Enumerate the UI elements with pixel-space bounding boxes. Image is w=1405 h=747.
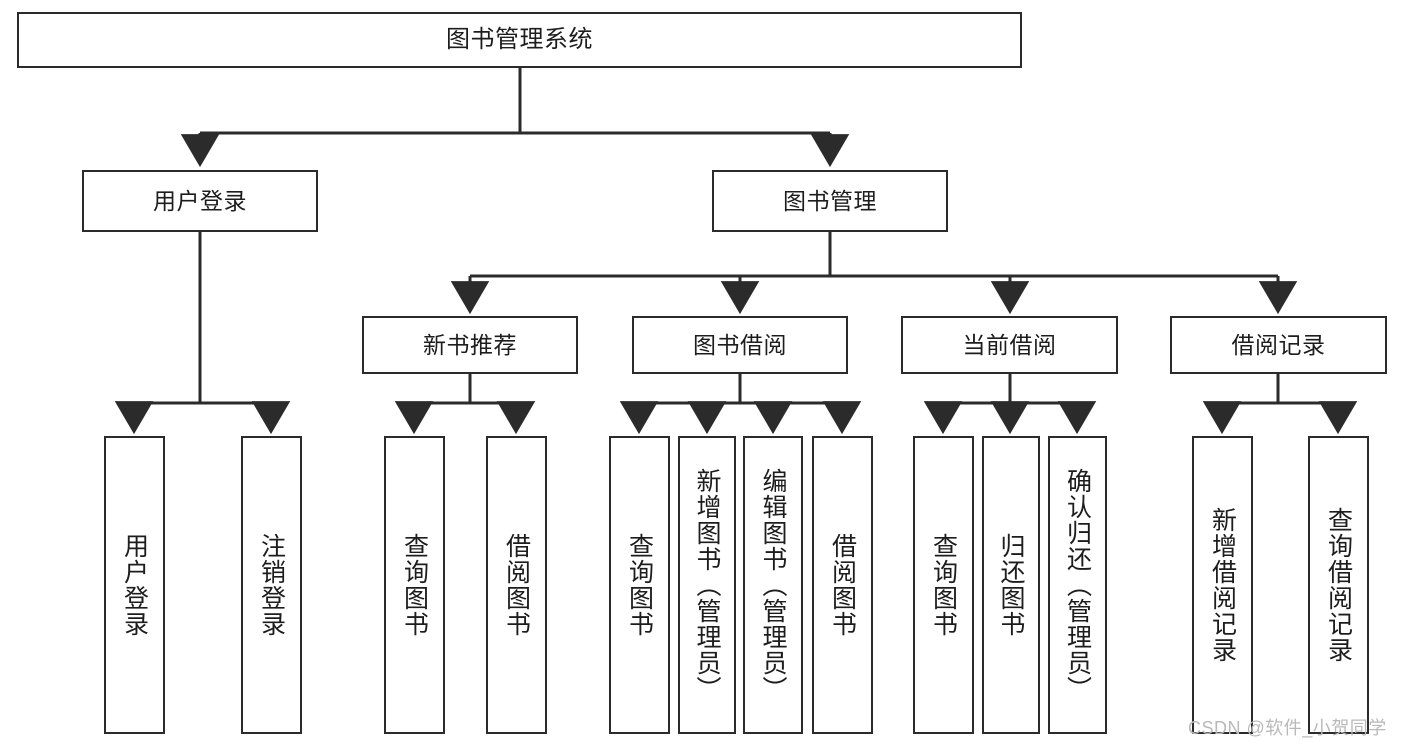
node-label: 归还图书 <box>997 533 1025 637</box>
node-user-login[interactable]: 用户登录 <box>82 170 318 232</box>
node-label: 借阅记录 <box>1231 331 1326 358</box>
node-label: 注销登录 <box>257 533 286 637</box>
node-root-library-system[interactable]: 图书管理系统 <box>17 12 1022 68</box>
watermark: CSDN @软件_小贺同学 <box>1188 718 1387 738</box>
node-book-borrowing[interactable]: 图书借阅 <box>632 316 848 374</box>
leaf-user-login[interactable]: 用户登录 <box>104 436 165 734</box>
node-label: 新书推荐 <box>423 331 517 358</box>
node-label: 查询图书 <box>929 533 958 637</box>
node-label: 借阅图书 <box>502 533 531 637</box>
leaf-return-books[interactable]: 归还图书 <box>982 436 1040 734</box>
node-borrow-records[interactable]: 借阅记录 <box>1170 316 1387 374</box>
node-label: 图书管理系统 <box>446 26 593 54</box>
node-label: 查询借阅记录 <box>1324 507 1353 663</box>
leaf-add-borrow-record[interactable]: 新增借阅记录 <box>1192 436 1253 734</box>
node-label: 当前借阅 <box>962 331 1057 358</box>
leaf-query-borrow-record[interactable]: 查询借阅记录 <box>1308 436 1369 734</box>
node-new-book-recommendation[interactable]: 新书推荐 <box>362 316 578 374</box>
leaf-query-books-current[interactable]: 查询图书 <box>913 436 974 734</box>
leaf-borrow-books-borrowing[interactable]: 借阅图书 <box>812 436 873 734</box>
node-label: 图书借阅 <box>693 331 787 358</box>
node-label: 新增借阅记录 <box>1208 507 1237 663</box>
node-label: 确认归还（管理员） <box>1063 468 1092 702</box>
node-label: 查询图书 <box>400 533 429 637</box>
node-label: 用户登录 <box>120 533 149 637</box>
leaf-edit-book-admin[interactable]: 编辑图书（管理员） <box>743 436 803 734</box>
node-label: 图书管理 <box>783 187 877 214</box>
leaf-borrow-books-recommendation[interactable]: 借阅图书 <box>486 436 547 734</box>
node-book-management[interactable]: 图书管理 <box>712 170 948 232</box>
leaf-confirm-return-admin[interactable]: 确认归还（管理员） <box>1048 436 1107 734</box>
node-label: 借阅图书 <box>828 533 857 637</box>
leaf-query-books-borrowing[interactable]: 查询图书 <box>609 436 670 734</box>
leaf-add-book-admin[interactable]: 新增图书（管理员） <box>678 436 736 734</box>
node-label: 查询图书 <box>625 533 654 637</box>
node-current-borrowing[interactable]: 当前借阅 <box>901 316 1118 374</box>
node-label: 新增图书（管理员） <box>693 468 721 702</box>
node-label: 编辑图书（管理员） <box>759 468 787 702</box>
node-label: 用户登录 <box>153 187 247 214</box>
leaf-logout[interactable]: 注销登录 <box>241 436 302 734</box>
leaf-query-books-recommendation[interactable]: 查询图书 <box>384 436 445 734</box>
